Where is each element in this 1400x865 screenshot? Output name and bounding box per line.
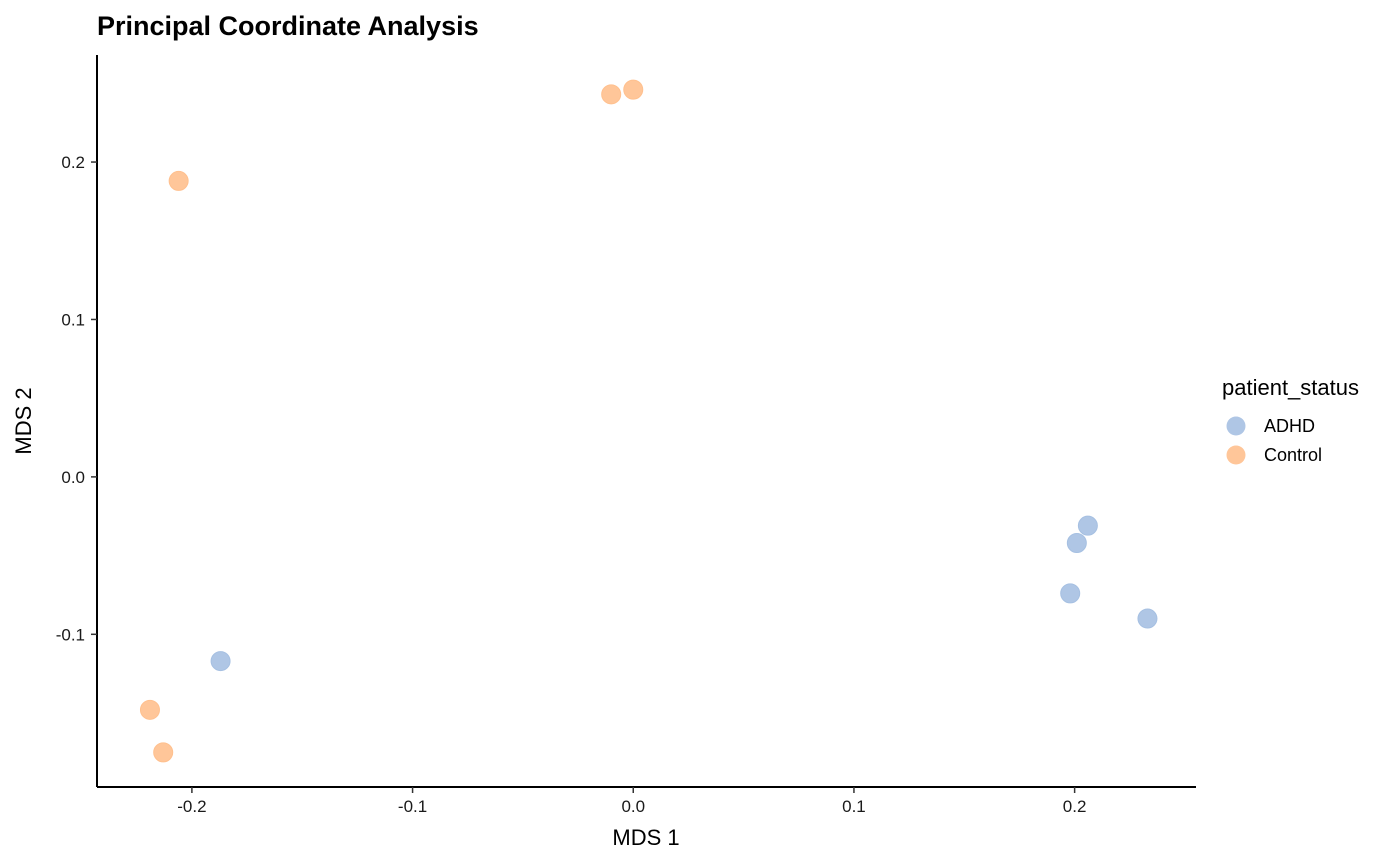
- x-tick-label: 0.2: [1063, 797, 1087, 816]
- x-tick-label: -0.2: [177, 797, 206, 816]
- x-tick-label: 0.1: [842, 797, 866, 816]
- plot-area: -0.2 -0.1 0.0 0.1 0.2 -0.1 0.0 0.1 0.2: [56, 55, 1196, 816]
- x-tick-label: 0.0: [621, 797, 645, 816]
- y-tick-label: -0.1: [56, 625, 85, 644]
- y-axis-ticks: -0.1 0.0 0.1 0.2: [56, 153, 97, 644]
- y-tick-label: 0.2: [61, 153, 85, 172]
- data-point-control: [139, 699, 160, 720]
- data-point-adhd: [1066, 533, 1087, 553]
- data-point-control: [153, 742, 174, 763]
- x-axis-title: MDS 1: [612, 825, 679, 850]
- legend-label-adhd: ADHD: [1264, 416, 1315, 436]
- data-points: [139, 79, 1158, 763]
- legend-key-adhd: [1226, 416, 1246, 436]
- x-axis-ticks: -0.2 -0.1 0.0 0.1 0.2: [177, 787, 1086, 816]
- legend: patient_status ADHD Control: [1222, 375, 1359, 465]
- data-point-adhd: [1137, 608, 1158, 629]
- legend-key-control: [1226, 445, 1246, 465]
- data-point-adhd: [1077, 515, 1098, 536]
- legend-title: patient_status: [1222, 375, 1359, 400]
- y-axis-title: MDS 2: [11, 387, 36, 454]
- legend-entries: ADHD Control: [1226, 416, 1322, 465]
- data-point-control: [623, 79, 644, 100]
- data-point-control: [168, 170, 189, 191]
- legend-label-control: Control: [1264, 445, 1322, 465]
- data-point-adhd: [1060, 583, 1081, 604]
- y-tick-label: 0.0: [61, 468, 85, 487]
- data-point-adhd: [210, 651, 231, 672]
- x-tick-label: -0.1: [398, 797, 427, 816]
- y-tick-label: 0.1: [61, 310, 85, 329]
- data-point-control: [601, 84, 622, 105]
- chart-title: Principal Coordinate Analysis: [97, 11, 479, 41]
